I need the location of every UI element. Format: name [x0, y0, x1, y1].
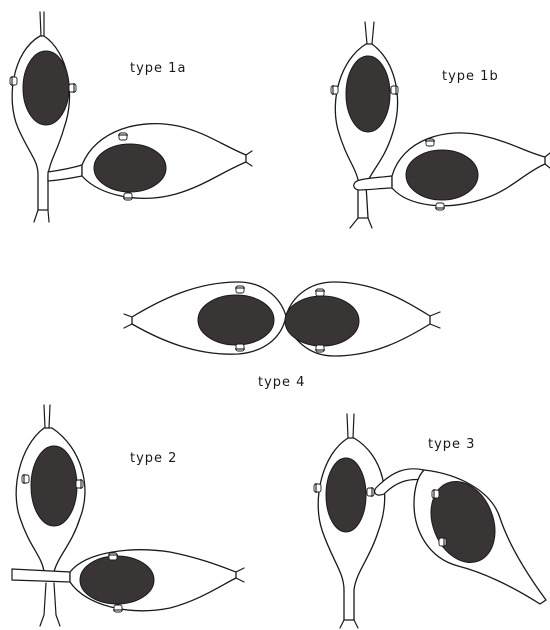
type-4-left-cell [124, 282, 286, 354]
pore [314, 484, 321, 492]
nucleus [326, 458, 366, 532]
nucleus [346, 56, 390, 132]
pore [316, 289, 324, 296]
type-2-horizontal-cell [70, 550, 244, 612]
pore [236, 286, 244, 293]
label-type-4: type 4 [258, 375, 305, 390]
nucleus [406, 150, 478, 200]
type-1b-horizontal-cell [392, 133, 550, 210]
pore [76, 480, 83, 488]
pore [22, 475, 29, 483]
junction-tube [12, 569, 70, 582]
type-2-vertical-cell [16, 405, 85, 572]
nucleus [285, 296, 359, 346]
type-4-right-cell [285, 282, 440, 356]
type-1b-group: type 1b [331, 22, 550, 228]
pore [426, 139, 434, 146]
pore [439, 538, 446, 546]
type-1a-group: type 1a [10, 12, 252, 222]
nucleus [94, 144, 166, 192]
pore [391, 86, 398, 94]
type-3-vertical-cell [314, 414, 385, 628]
type-1a-horizontal-cell [82, 124, 252, 200]
type-2-group: type 2 [12, 405, 244, 626]
type-3-oblique-cell [414, 470, 546, 604]
pore [432, 490, 439, 498]
type-4-group: type 4 [124, 282, 440, 390]
label-type-1b: type 1b [442, 69, 499, 84]
pore [124, 193, 132, 200]
pore [331, 86, 338, 94]
type-1b-vertical-cell [331, 22, 398, 228]
pore [119, 133, 127, 140]
pore [367, 488, 374, 496]
pore [10, 77, 17, 85]
type-3-group: type 3 [314, 414, 546, 628]
pore [114, 605, 122, 612]
nucleus [31, 446, 77, 526]
label-type-2: type 2 [130, 451, 177, 466]
pore [69, 84, 76, 92]
pore [316, 345, 324, 352]
label-type-1a: type 1a [130, 61, 186, 76]
nucleus [23, 51, 69, 125]
pore [436, 203, 444, 210]
pore [236, 344, 244, 351]
label-type-3: type 3 [428, 437, 475, 452]
nucleus [80, 556, 154, 604]
type-1a-vertical-cell [10, 12, 76, 222]
junction-tube [48, 165, 82, 181]
nucleus [198, 295, 274, 345]
pore [109, 553, 117, 560]
